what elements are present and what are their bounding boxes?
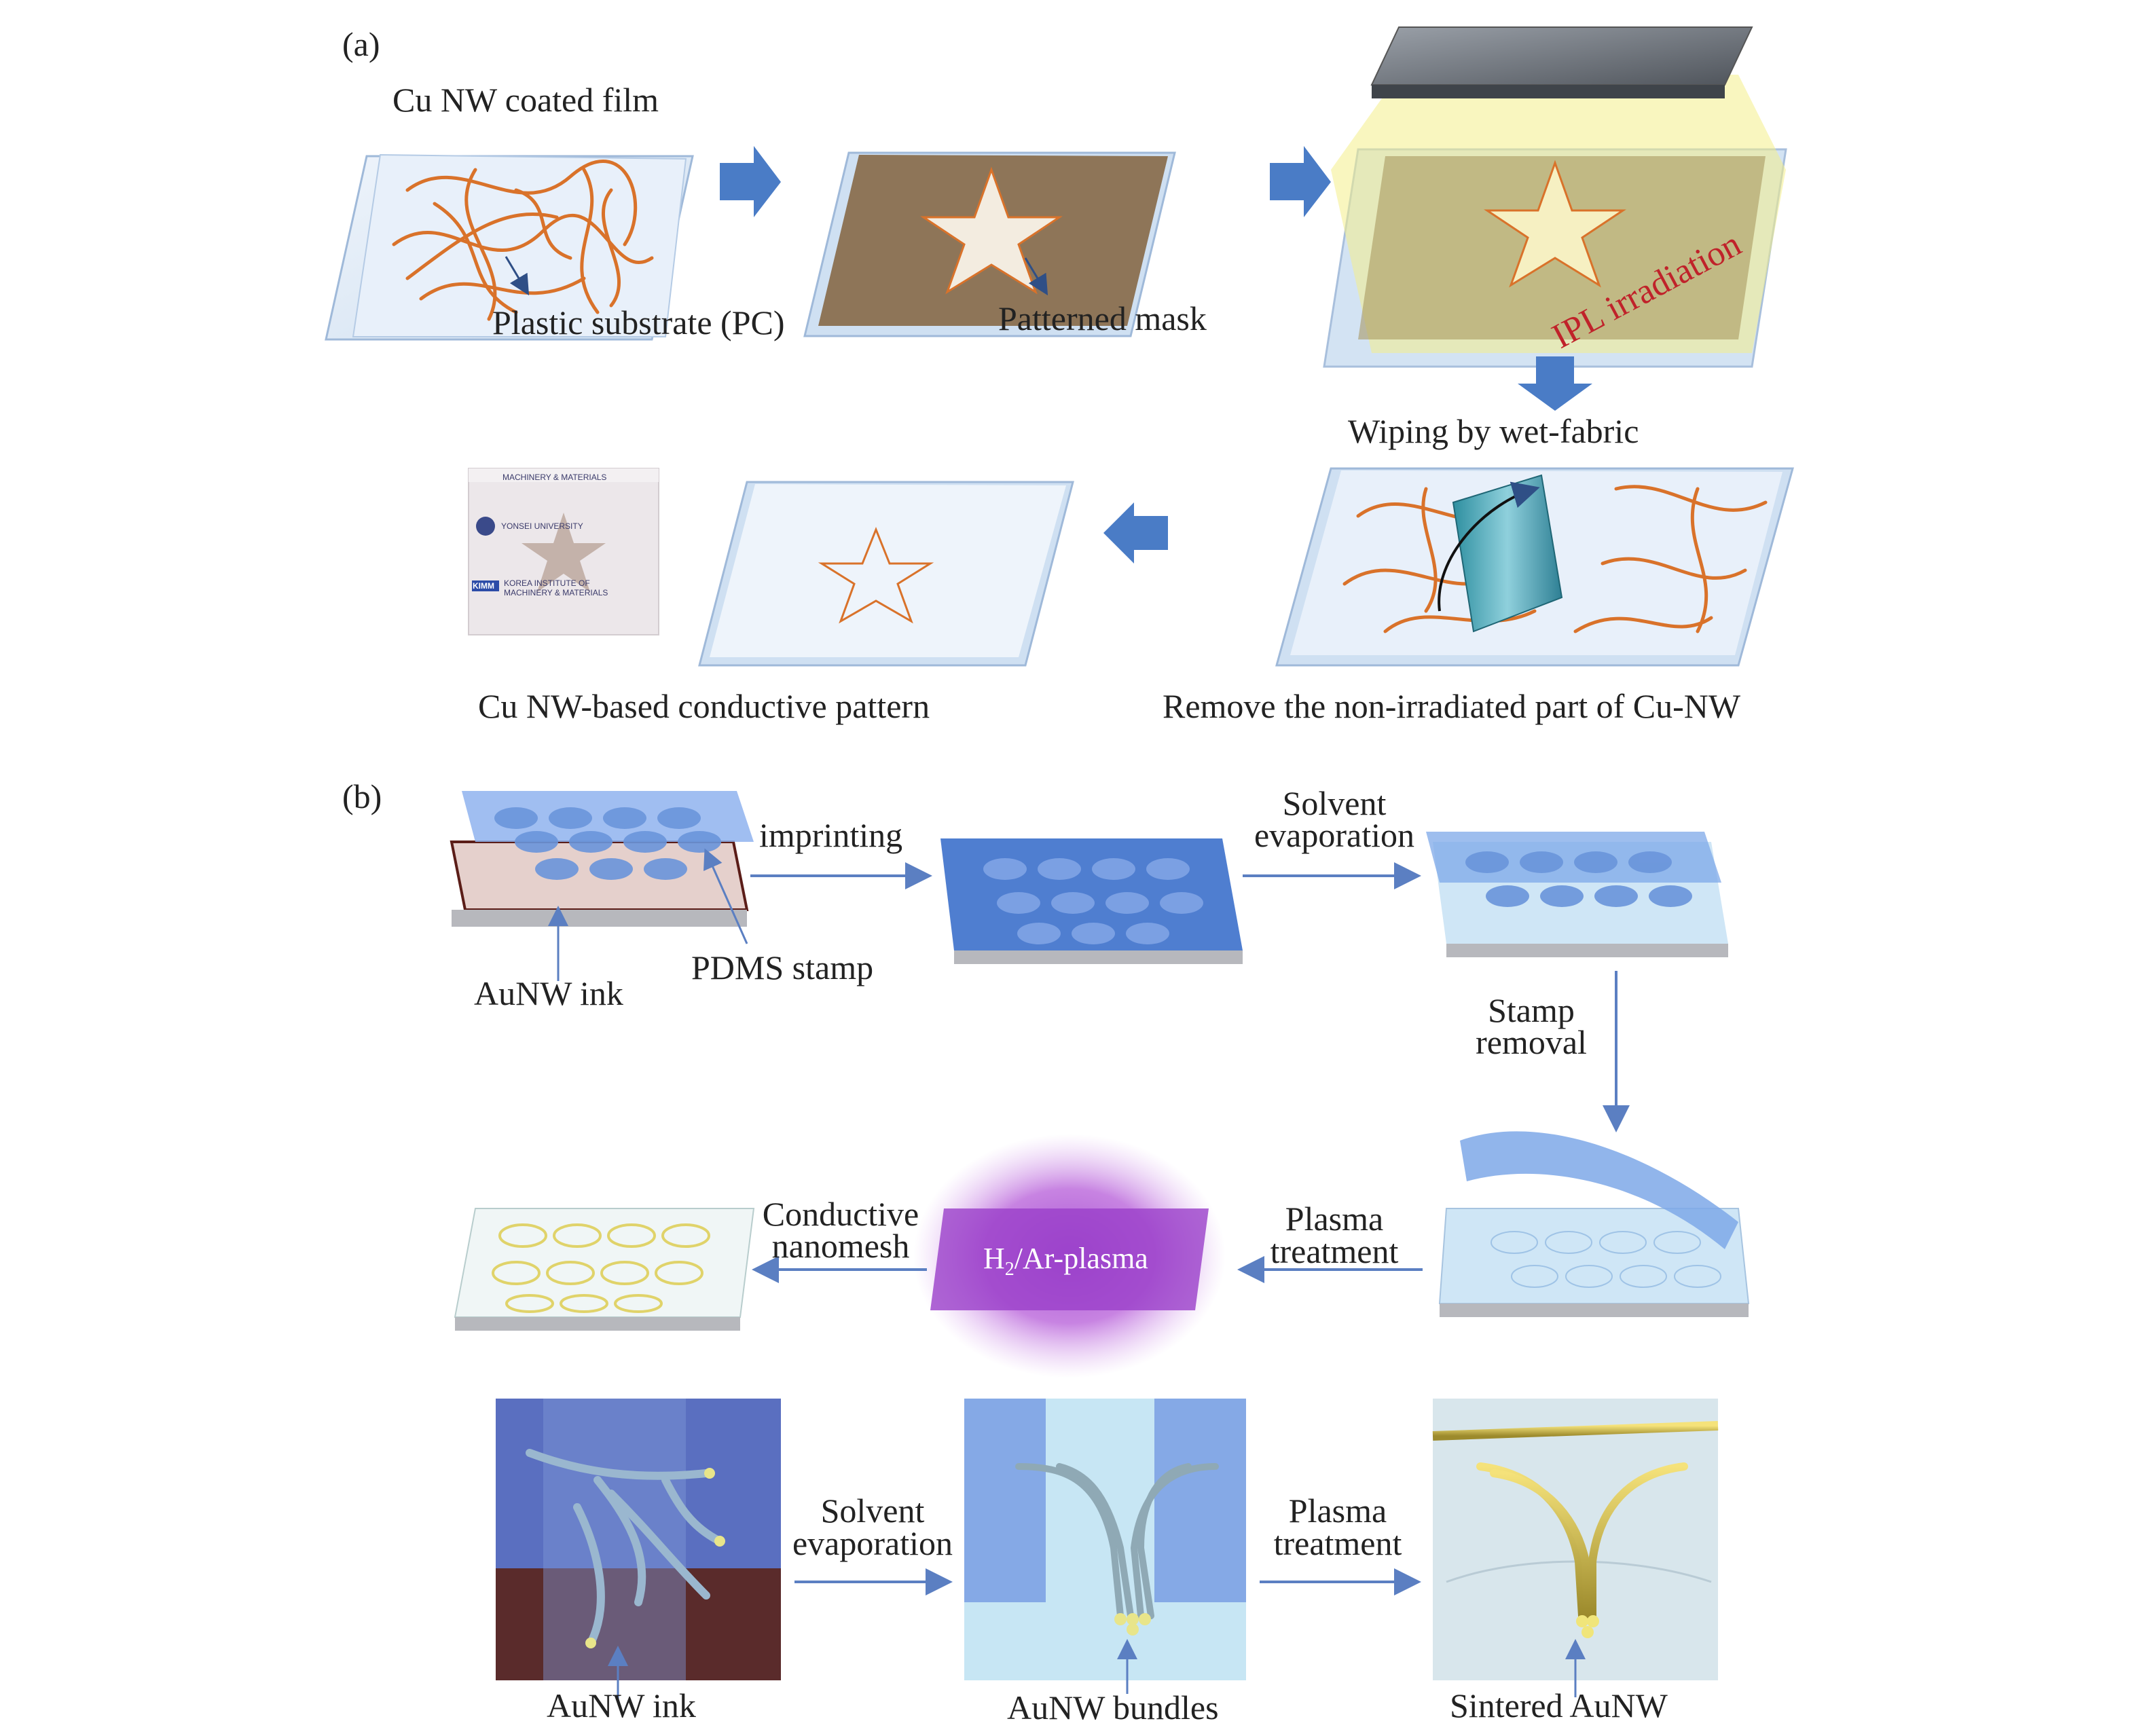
pdms-stamp-pointer [703, 848, 748, 944]
photo-line3: MACHINERY & MATERIALS [504, 588, 608, 597]
bottom-solvent-label-2: evaporation [792, 1524, 953, 1562]
cu-nw-coated-film-label: Cu NW coated film [392, 81, 659, 119]
cu-nw-film-illustration [325, 153, 694, 341]
photo-line2: KOREA INSTITUTE OF [504, 578, 590, 588]
step-arrow-back [1103, 502, 1168, 564]
plasma-treatment-label-1: Plasma [1285, 1200, 1384, 1238]
conductive-nanomesh-label-1: Conductive [762, 1195, 919, 1233]
plasma-treatment-label-2: treatment [1270, 1232, 1399, 1270]
aunw-bundles-label: AuNW bundles [1007, 1688, 1219, 1726]
patterned-mask-illustration [803, 151, 1176, 337]
conductive-pattern-illustration [698, 481, 1074, 667]
panel-a-label: (a) [342, 25, 380, 63]
wiping-illustration [1275, 467, 1794, 667]
conductive-nanomesh-illustration [454, 1208, 755, 1331]
wiping-label: Wiping by wet-fabric [1348, 412, 1639, 450]
conductive-pattern-label: Cu NW-based conductive pattern [478, 687, 930, 725]
aunw-ink-label: AuNW ink [474, 974, 623, 1012]
plasma-chamber [913, 1134, 1226, 1378]
stamp-removal-label-2: removal [1476, 1023, 1587, 1061]
stamp-removal-label-1: Stamp [1488, 991, 1575, 1029]
pdms-stamp-step3 [1426, 832, 1728, 957]
step-arrow-1 [720, 146, 781, 217]
stamp-removal-illustration [1438, 1131, 1750, 1317]
panel-b-label: (b) [342, 777, 382, 815]
ipl-irradiation-illustration [1323, 26, 1787, 368]
substrate-pointer [505, 256, 530, 296]
step-arrow-2 [1270, 146, 1331, 217]
sample-photo [468, 468, 659, 635]
imprinting-label: imprinting [759, 816, 903, 854]
photo-yonsei: YONSEI UNIVERSITY [501, 521, 583, 531]
aunw-ink-bottom-label: AuNW ink [547, 1686, 696, 1724]
pdms-stamp-step1 [450, 791, 754, 927]
bottom-plasma-label-1: Plasma [1288, 1492, 1387, 1530]
solvent-evaporation-label-1: Solvent [1282, 784, 1387, 822]
plastic-substrate-label: Plastic substrate (PC) [492, 303, 785, 341]
photo-line1: MACHINERY & MATERIALS [502, 473, 607, 482]
bottom-plasma-label-2: treatment [1273, 1524, 1402, 1562]
closeup-sintered-aunw [1432, 1399, 1719, 1680]
photo-kimm: KIMM [473, 581, 494, 591]
pdms-stamp-step2 [940, 838, 1243, 964]
conductive-nanomesh-label-2: nanomesh [771, 1227, 910, 1265]
pdms-stamp-label: PDMS stamp [691, 948, 874, 986]
step-arrow-down [1518, 356, 1592, 411]
mask-pointer [1024, 257, 1048, 296]
remove-non-irradiated-label: Remove the non-irradiated part of Cu-NW [1163, 687, 1741, 725]
solvent-evaporation-label-2: evaporation [1254, 816, 1414, 854]
closeup-aunw-ink [496, 1399, 781, 1680]
sintered-aunw-label: Sintered AuNW [1450, 1686, 1668, 1724]
patterned-mask-label: Patterned mask [998, 299, 1207, 337]
bottom-solvent-label-1: Solvent [820, 1492, 925, 1530]
closeup-aunw-bundles [964, 1399, 1246, 1680]
plasma-box-label: H2/Ar-plasma [983, 1242, 1148, 1280]
